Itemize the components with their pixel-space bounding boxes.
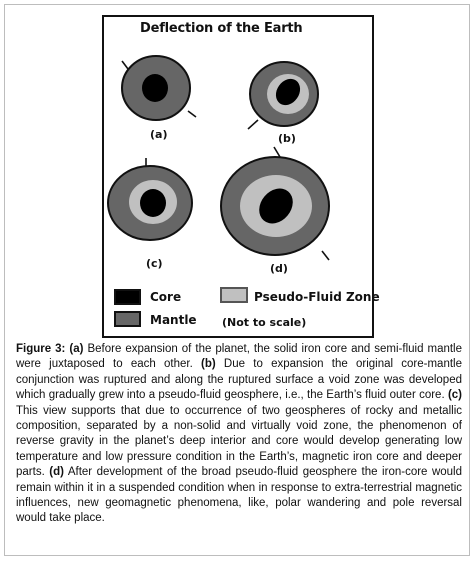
panel-b-core	[275, 78, 301, 106]
caption-c-label: (c)	[447, 389, 462, 402]
legend-pseudo-fluid-label: Pseudo-Fluid Zone	[254, 290, 380, 304]
legend-mantle-swatch	[114, 311, 141, 327]
panel-a-core	[142, 74, 168, 102]
panel-b-axis-bottom	[247, 119, 259, 130]
panel-a-axis-top	[121, 60, 129, 70]
panel-c-label: (c)	[146, 257, 163, 270]
panel-a-earth	[121, 55, 197, 121]
caption-d-label: (d)	[49, 466, 64, 479]
panel-d-earth	[220, 146, 330, 261]
figure-caption: Figure 3: (a) Before expansion of the pl…	[16, 342, 462, 527]
caption-d-text: After development of the broad pseudo-fl…	[16, 466, 462, 525]
figure-box: Deflection of the Earth	[102, 15, 380, 338]
panel-d-axis-bottom	[321, 250, 330, 261]
earth-deflection-diagram	[107, 55, 330, 261]
caption-b-label: (b)	[201, 358, 216, 371]
legend-mantle-label: Mantle	[150, 313, 197, 327]
panel-b-earth	[247, 61, 319, 130]
legend-core-label: Core	[150, 290, 182, 304]
caption-b-text: Due to expansion the original core-mantl…	[16, 358, 462, 402]
scale-note: (Not to scale)	[222, 316, 307, 329]
panel-c-earth	[107, 158, 193, 241]
panel-b-label: (b)	[278, 132, 296, 145]
caption-c-text: This view supports that due to occurrenc…	[16, 404, 462, 479]
figure-title: Deflection of the Earth	[140, 21, 303, 36]
legend-core-swatch	[114, 289, 141, 305]
caption-a-label: (a)	[69, 343, 84, 355]
caption-figure-label: Figure 3:	[16, 343, 66, 355]
caption-a-text: Before expansion of the planet, the soli…	[16, 343, 463, 371]
panel-a-label: (a)	[150, 128, 168, 141]
panel-c-core	[140, 189, 166, 217]
panel-a-axis-bottom	[187, 110, 197, 118]
panel-d-label: (d)	[270, 262, 288, 275]
panel-d-axis-top	[273, 146, 281, 158]
legend-pseudo-fluid-swatch	[220, 287, 248, 303]
panel-d-core	[259, 188, 293, 224]
